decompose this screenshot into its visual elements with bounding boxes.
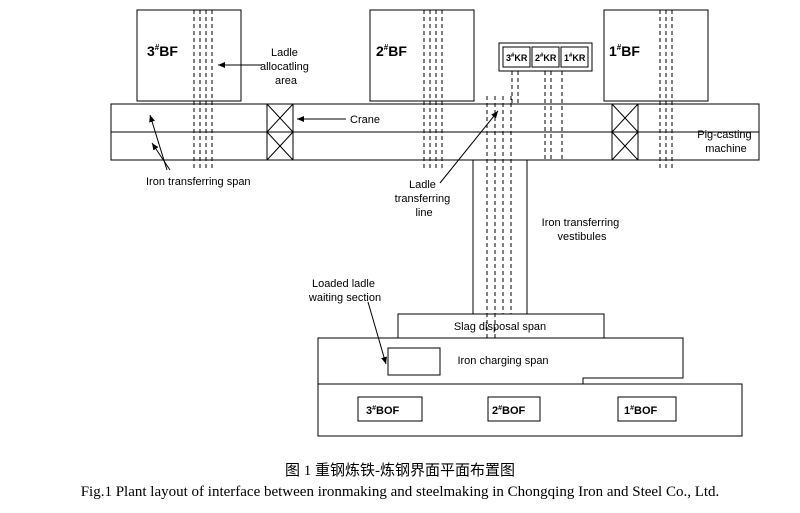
kr-1-box (560, 46, 589, 68)
vestibules-label: Iron transferring vestibules (542, 217, 623, 243)
kr-3-box (502, 46, 531, 68)
bof-3-box (357, 396, 423, 422)
bf2-ladle-tracks (423, 10, 443, 168)
bf1-ladle-tracks (659, 10, 673, 168)
pig-casting-label: Pig-casting machine (697, 129, 754, 155)
bof-building (317, 383, 743, 437)
kr-ladle-tracks (511, 71, 563, 160)
slag-disposal-label: Slag disposal span (454, 321, 546, 333)
blast-furnace-2-box (369, 9, 475, 102)
loaded-ladle-label: Loaded ladle waiting section (308, 278, 381, 304)
bf3-label: 3#BF (147, 43, 178, 59)
bf3-ladle-tracks (193, 10, 213, 168)
plant-layout-diagram: 3#BF 2#BF 1#BF 3#KR 2#KR 1#KR 3#BOF 2#BO… (110, 9, 760, 437)
crane-right (611, 103, 639, 161)
iron-transferring-span-label: Iron transferring span (146, 176, 251, 188)
loaded-ladle-waiting-box (387, 347, 441, 376)
crane-label: Crane (350, 114, 380, 126)
kr-2-box (531, 46, 560, 68)
bof-2-box (487, 396, 541, 422)
bf1-label: 1#BF (609, 43, 640, 59)
figure-caption-chinese: 图 1 重钢炼铁-炼钢界面平面布置图 (285, 463, 515, 479)
blast-furnace-3-box (136, 9, 242, 102)
ladle-transferring-label: Ladle transferring line (395, 179, 454, 219)
bf2-label: 2#BF (376, 43, 407, 59)
figure-caption-english: Fig.1 Plant layout of interface between … (80, 484, 720, 500)
bof3-label: 3#BOF (366, 405, 400, 417)
loaded-ladle-arrow (367, 301, 387, 365)
ladle-transferring-tracks (486, 96, 512, 340)
blast-furnace-1-box (603, 9, 709, 102)
kr3-label: 3#KR (506, 53, 528, 63)
ladle-allocating-label: Ladle allocatling area (260, 47, 312, 87)
kr1-label: 1#KR (564, 53, 586, 63)
ladle-transferring-arrow (439, 110, 499, 184)
kr2-label: 2#KR (535, 53, 557, 63)
bof-1-box (617, 396, 677, 422)
bof2-label: 2#BOF (492, 405, 526, 417)
crane-left (266, 103, 294, 161)
iron-span-arrow-2 (151, 142, 171, 171)
iron-charging-label: Iron charging span (457, 355, 548, 367)
bof1-label: 1#BOF (624, 405, 658, 417)
